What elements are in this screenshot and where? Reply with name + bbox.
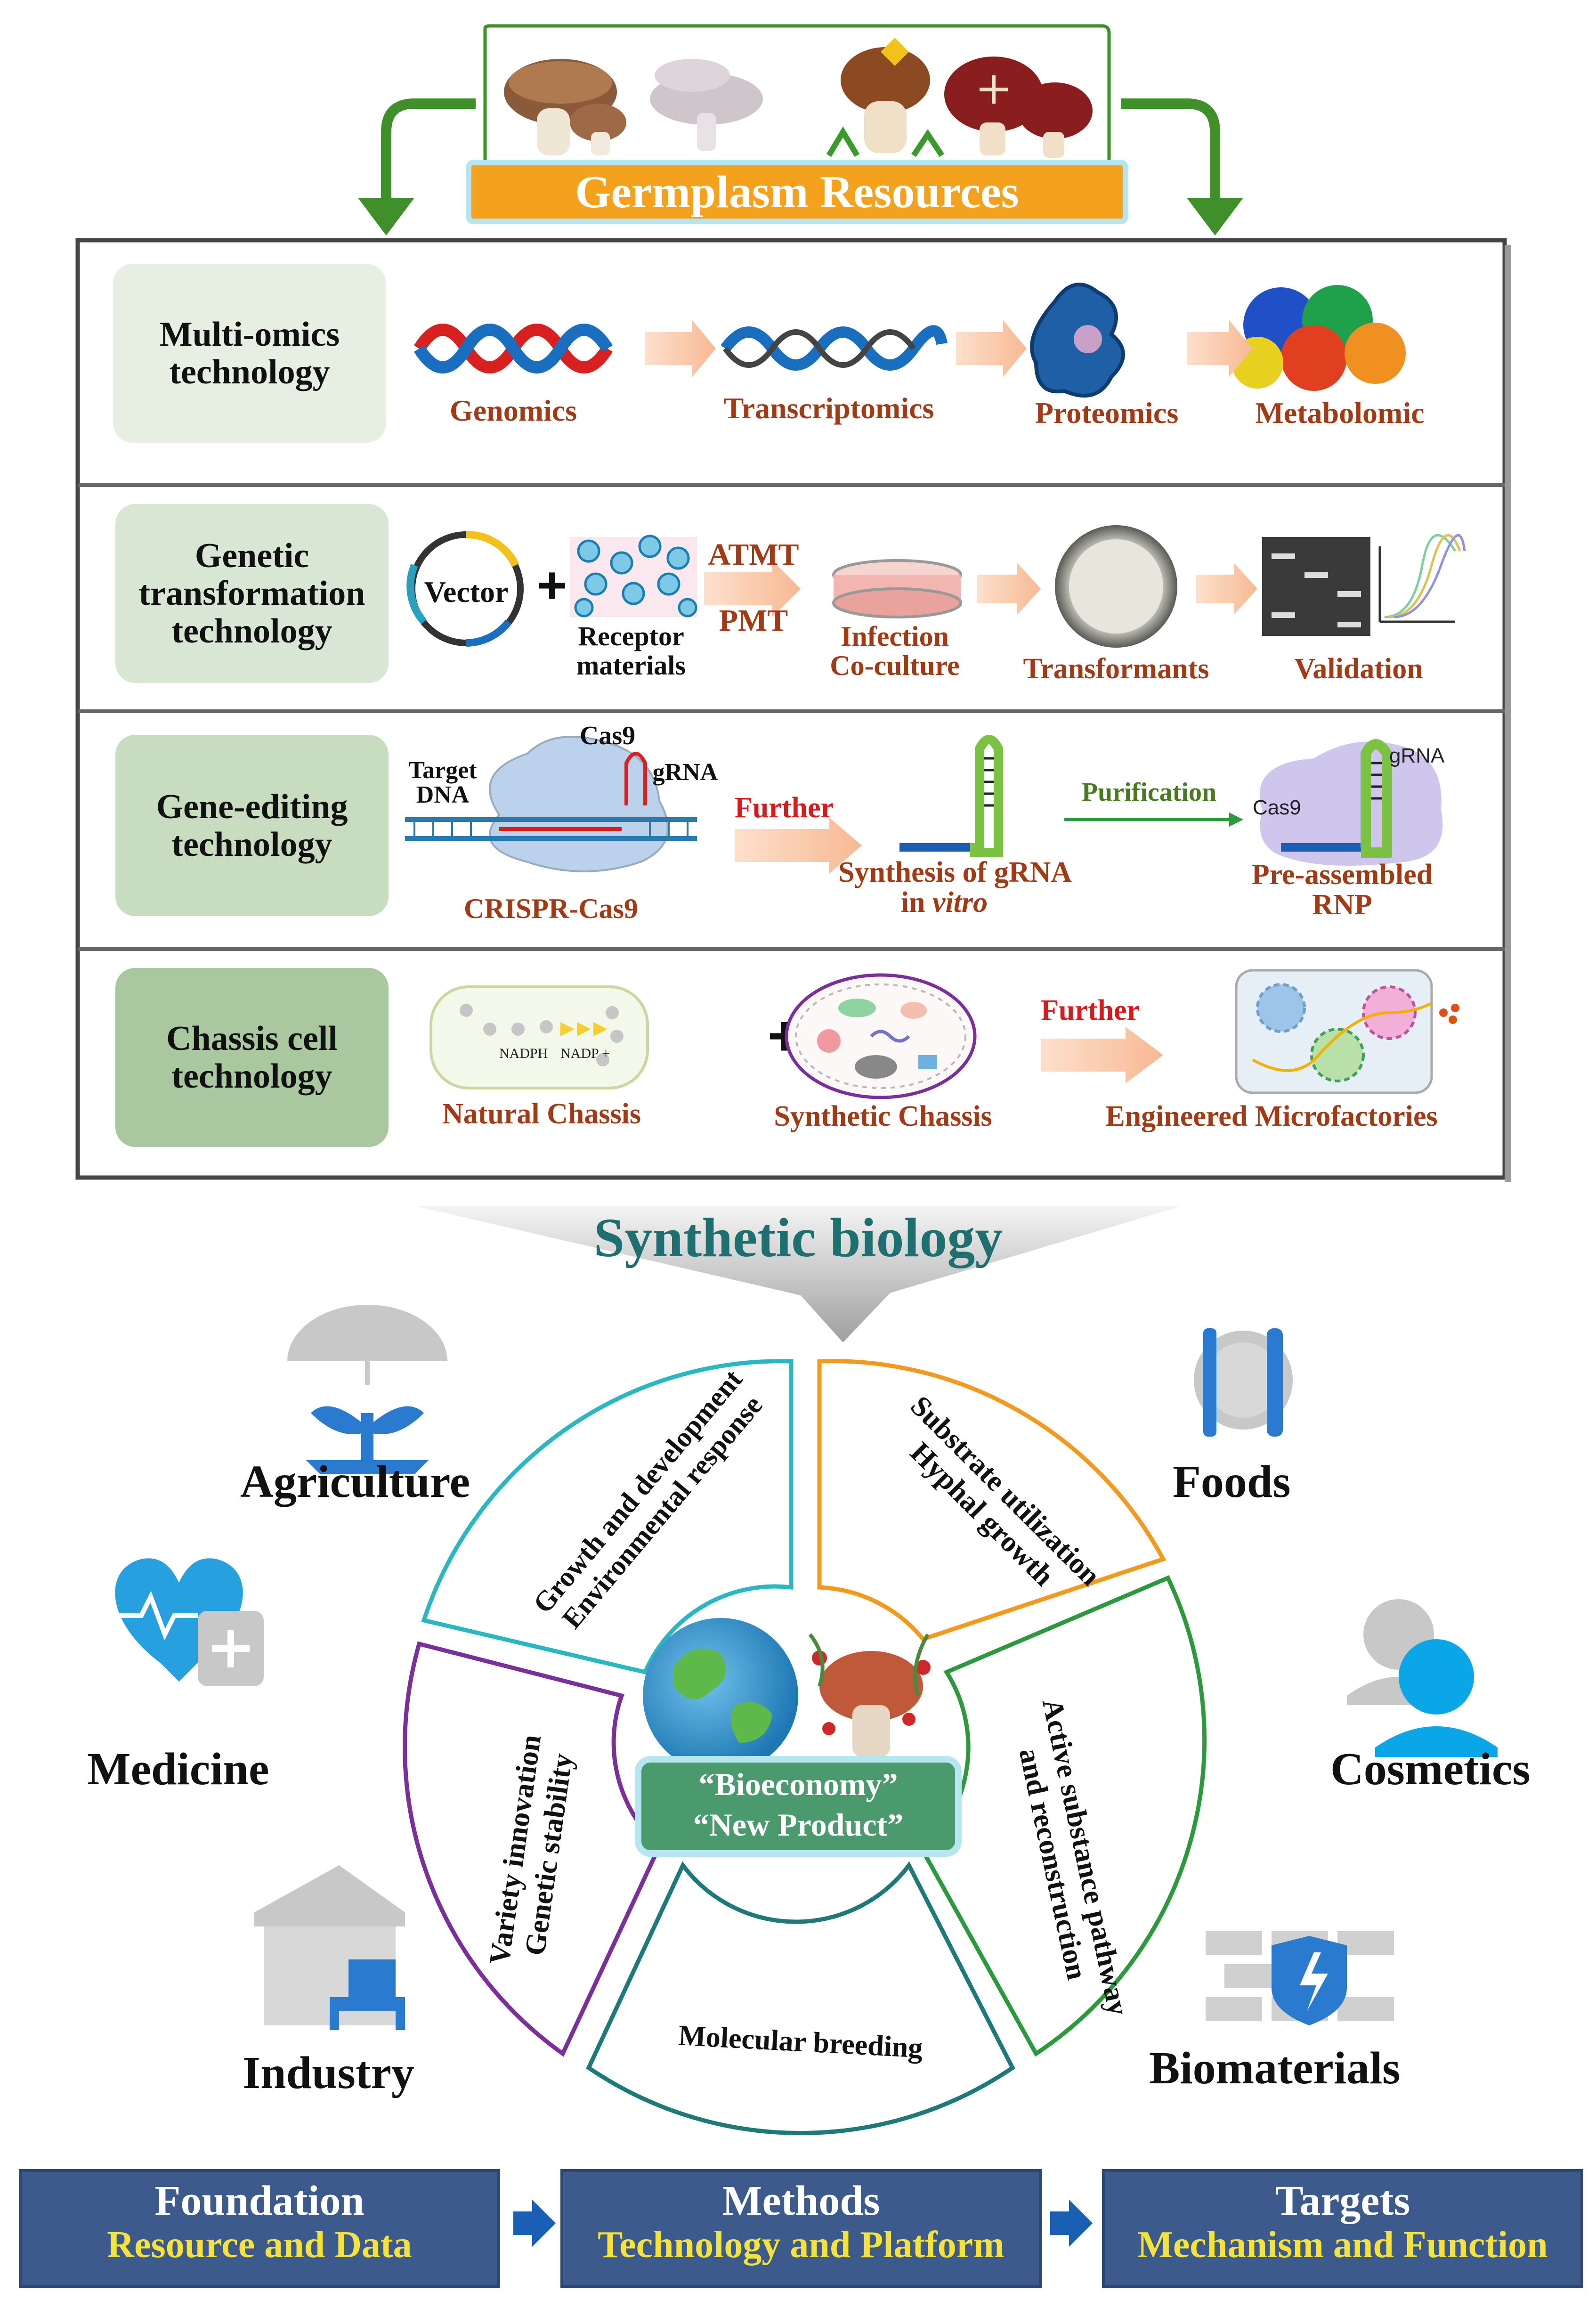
green-arrowheads	[358, 198, 1243, 236]
caption-crispr: CRISPR-Cas9	[463, 893, 639, 924]
nadph-label: NADPH	[499, 1046, 548, 1061]
green-branch-arrows	[381, 98, 1220, 203]
foods-icon	[1194, 1328, 1293, 1437]
synthetic-biology-title: Synthetic biology	[593, 1207, 1003, 1268]
footer-arrows	[513, 2200, 1093, 2247]
caption-proteomics: Proteomics	[1035, 396, 1179, 430]
mushroom-icons	[504, 38, 1093, 158]
center-label-box	[635, 1756, 962, 1857]
label-biomaterials: Biomaterials	[1149, 2043, 1401, 2094]
germplasm-banner	[466, 24, 1128, 224]
medicine-icon	[113, 1558, 264, 1686]
label-cosmetics: Cosmetics	[1330, 1744, 1531, 1795]
further-label-editing: Further	[735, 792, 834, 824]
caption-natural-chassis: Natural Chassis	[442, 1098, 641, 1130]
vector-label: Vector	[424, 575, 509, 609]
editing-graphics	[405, 735, 1443, 874]
cas9-label: Cas9	[579, 721, 636, 750]
further-label-chassis: Further	[1041, 994, 1140, 1026]
funnel-arrow	[414, 1206, 1182, 1342]
nadp-label: NADP +	[560, 1046, 610, 1061]
biomaterials-icon	[1206, 1931, 1394, 2025]
caption-transcriptomics: Transcriptomics	[723, 391, 934, 425]
grna-label: gRNA	[652, 759, 718, 786]
caption-validation: Validation	[1294, 653, 1423, 685]
caption-engineered: Engineered Microfactories	[1105, 1100, 1438, 1132]
label-agriculture: Agriculture	[240, 1456, 470, 1507]
transformation-graphics: +	[406, 525, 1466, 648]
caption-transformants: Transformants	[1023, 653, 1209, 685]
agriculture-icon	[287, 1305, 447, 1474]
caption-genomics: Genomics	[449, 394, 577, 427]
center-label: “Bioeconomy”“New Product”	[693, 1766, 904, 1843]
rnp-grna-label: gRNA	[1389, 744, 1445, 767]
label-industry: Industry	[243, 2048, 414, 2098]
cosmetics-icon	[1347, 1599, 1498, 1757]
method-pmt: PMT	[719, 603, 788, 638]
purification-label: Purification	[1081, 778, 1217, 807]
chassis-graphics: +	[429, 969, 1459, 1099]
caption-metabolomic: Metabolomic	[1255, 396, 1425, 430]
method-atmt: ATMT	[708, 537, 799, 572]
caption-synthetic-chassis: Synthetic Chassis	[774, 1100, 992, 1132]
omics-graphics	[413, 283, 1406, 398]
industry-icon	[254, 1865, 405, 2030]
germplasm-label: Germplasm Resources	[575, 166, 1019, 218]
center-illustration	[643, 1618, 931, 1773]
rnp-cas9-label: Cas9	[1253, 796, 1301, 819]
synthesis-wheel	[403, 1359, 1207, 2135]
label-foods: Foods	[1173, 1456, 1291, 1507]
label-medicine: Medicine	[87, 1744, 269, 1795]
svg-text:+: +	[537, 556, 567, 614]
